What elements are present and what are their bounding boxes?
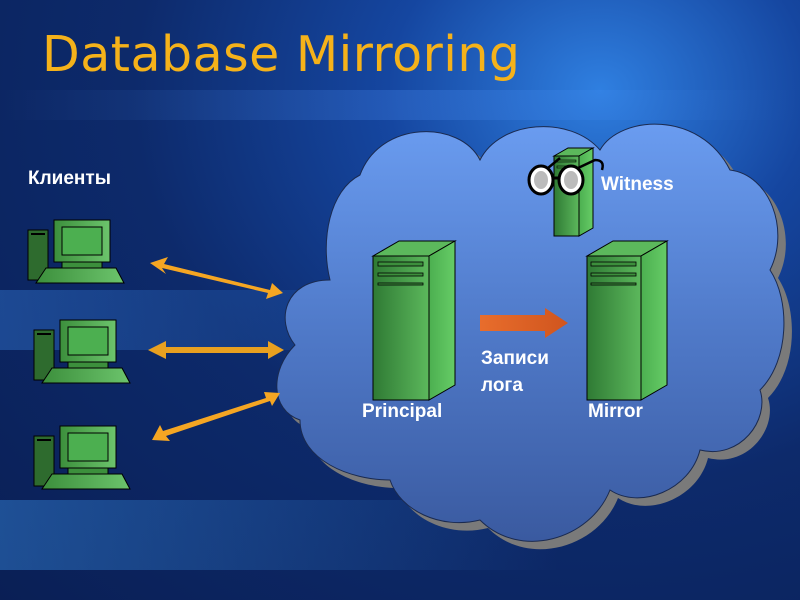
log-transfer-arrow <box>480 308 568 338</box>
mirror-server <box>585 240 669 401</box>
client-arrow-2 <box>148 341 284 359</box>
mirror-label: Mirror <box>588 401 643 422</box>
glasses-icon <box>527 157 604 196</box>
log-records-label-line1: Записи <box>481 348 549 369</box>
client-computer <box>33 425 131 490</box>
client-arrow-1 <box>150 257 283 299</box>
log-records-label-line2: лога <box>481 375 523 396</box>
slide-title: Database Mirroring <box>42 26 521 83</box>
client-arrow-3 <box>152 392 280 441</box>
client-computer <box>27 219 125 284</box>
principal-label: Principal <box>362 401 443 422</box>
client-computer <box>33 319 131 384</box>
clients-label: Клиенты <box>28 168 111 189</box>
witness-label: Witness <box>601 174 674 195</box>
principal-server <box>371 240 457 401</box>
